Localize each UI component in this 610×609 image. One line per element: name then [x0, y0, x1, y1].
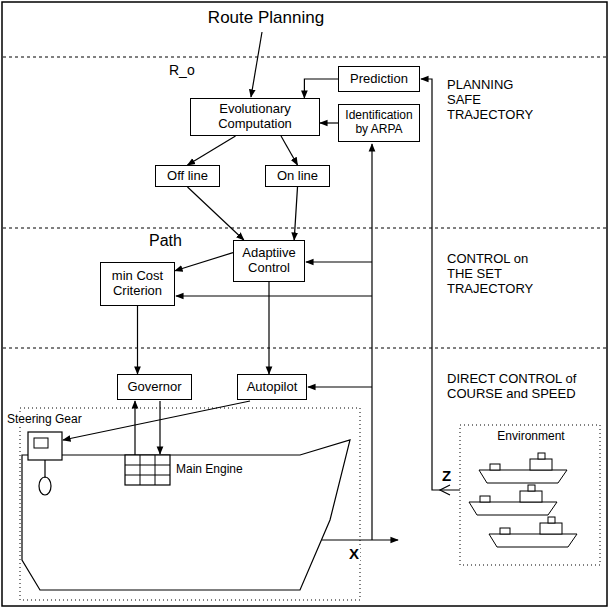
text-label: R_o	[168, 62, 196, 78]
feedback-line	[176, 295, 372, 296]
box-text: Prediction	[350, 72, 408, 87]
process-box: Off line	[155, 165, 220, 187]
process-box: On line	[265, 165, 330, 187]
text-label: Route Planning	[190, 8, 342, 28]
process-box: Adaptiive Control	[233, 240, 305, 282]
box-text: Governor	[127, 380, 181, 395]
box-text: Off line	[167, 169, 208, 184]
flow-arrow	[175, 253, 233, 271]
box-text: min Cost Criterion	[104, 269, 171, 299]
box-text: Adaptiive Control	[237, 246, 301, 276]
target-ship	[479, 453, 567, 483]
flow-arrow	[320, 122, 338, 123]
environment-boundary	[460, 425, 600, 565]
flow-arrow	[304, 79, 338, 98]
route-arrow	[251, 32, 262, 97]
text-label: Main Engine	[175, 463, 244, 477]
rudder-command	[63, 401, 250, 440]
box-text: Evolutionary Computation	[194, 102, 316, 132]
rudder-stock	[44, 460, 45, 478]
flow-arrow	[188, 136, 236, 165]
target-ship	[489, 517, 577, 547]
target-ship	[469, 485, 557, 515]
text-label: Path	[148, 232, 183, 250]
process-box: Prediction	[338, 66, 420, 92]
text-label: CONTROL on THE SET TRAJECTORY	[446, 252, 540, 297]
ship-boundary	[20, 408, 360, 600]
layer-divider	[3, 57, 606, 58]
feedback-line	[306, 261, 372, 262]
text-label: Z	[441, 467, 452, 484]
process-box: Governor	[117, 374, 192, 400]
flow-arrow	[268, 282, 269, 374]
engine-grid	[140, 455, 141, 485]
engine-grid	[155, 455, 156, 485]
flow-arrow	[137, 306, 138, 374]
box-text: Autopilot	[247, 380, 298, 395]
feedback-line	[371, 144, 372, 540]
steering-gear	[28, 432, 62, 460]
box-text: Identification by ARPA	[342, 109, 416, 137]
feedback-line	[308, 386, 372, 387]
text-label: PLANNING SAFE TRAJECTORY	[446, 78, 548, 123]
text-label: Steering Gear	[6, 413, 83, 427]
process-box: Identification by ARPA	[338, 104, 420, 142]
steering-gear	[34, 438, 48, 448]
text-label: DIRECT CONTROL of COURSE and SPEED	[446, 372, 603, 402]
box-text: On line	[277, 169, 318, 184]
propeller	[39, 477, 51, 495]
ship-hull	[22, 440, 350, 590]
process-box: Evolutionary Computation	[190, 98, 320, 136]
layer-divider	[3, 348, 606, 349]
layer-divider	[3, 228, 606, 229]
flow-arrow	[188, 187, 244, 240]
main-engine	[125, 455, 170, 485]
engine-feedback	[134, 401, 135, 455]
flow-arrow	[281, 136, 298, 165]
text-label: X	[348, 545, 360, 562]
process-box: Autopilot	[237, 374, 307, 400]
z-arrowhead	[440, 485, 450, 495]
process-box: min Cost Criterion	[100, 262, 175, 306]
engine-command	[159, 401, 160, 454]
engine-grid	[125, 465, 170, 466]
engine-grid	[125, 475, 170, 476]
flow-arrow	[294, 187, 297, 240]
text-label: Environment	[470, 430, 592, 444]
